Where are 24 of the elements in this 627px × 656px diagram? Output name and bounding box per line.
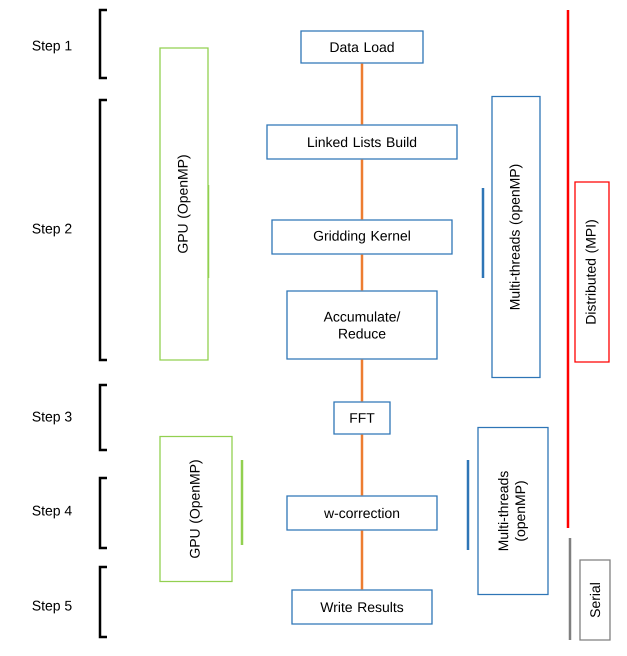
step-label: Step 5 xyxy=(32,600,72,614)
process-box: Write Results xyxy=(291,589,433,625)
process-box: Accumulate/ Reduce xyxy=(286,290,438,360)
step-label: Step 4 xyxy=(32,506,72,518)
connector xyxy=(360,160,364,220)
step-label: Step 2 xyxy=(32,224,72,236)
side-label-box: Distributed (MPI) xyxy=(574,181,610,363)
process-box: Linked Lists Build xyxy=(266,124,458,160)
process-box: w-correction xyxy=(286,495,438,531)
process-box: FFT xyxy=(333,401,391,435)
step-label: Step 1 xyxy=(32,40,72,54)
connector xyxy=(360,254,364,290)
side-label-box: Serial xyxy=(579,559,611,641)
process-box: Data Load xyxy=(300,30,424,64)
connector xyxy=(360,64,364,124)
connector xyxy=(360,434,364,496)
step-label: Step 3 xyxy=(32,412,72,424)
side-label-box: GPU (OpenMP) xyxy=(159,47,209,361)
side-label-box: Multi-threads (openMP) xyxy=(491,96,541,378)
connector xyxy=(360,360,364,402)
process-box: Gridding Kernel xyxy=(271,219,453,255)
connector xyxy=(360,530,364,590)
side-label-box: GPU (OpenMP) xyxy=(159,436,233,582)
side-label-box: Multi-threads (openMP) xyxy=(477,426,549,596)
